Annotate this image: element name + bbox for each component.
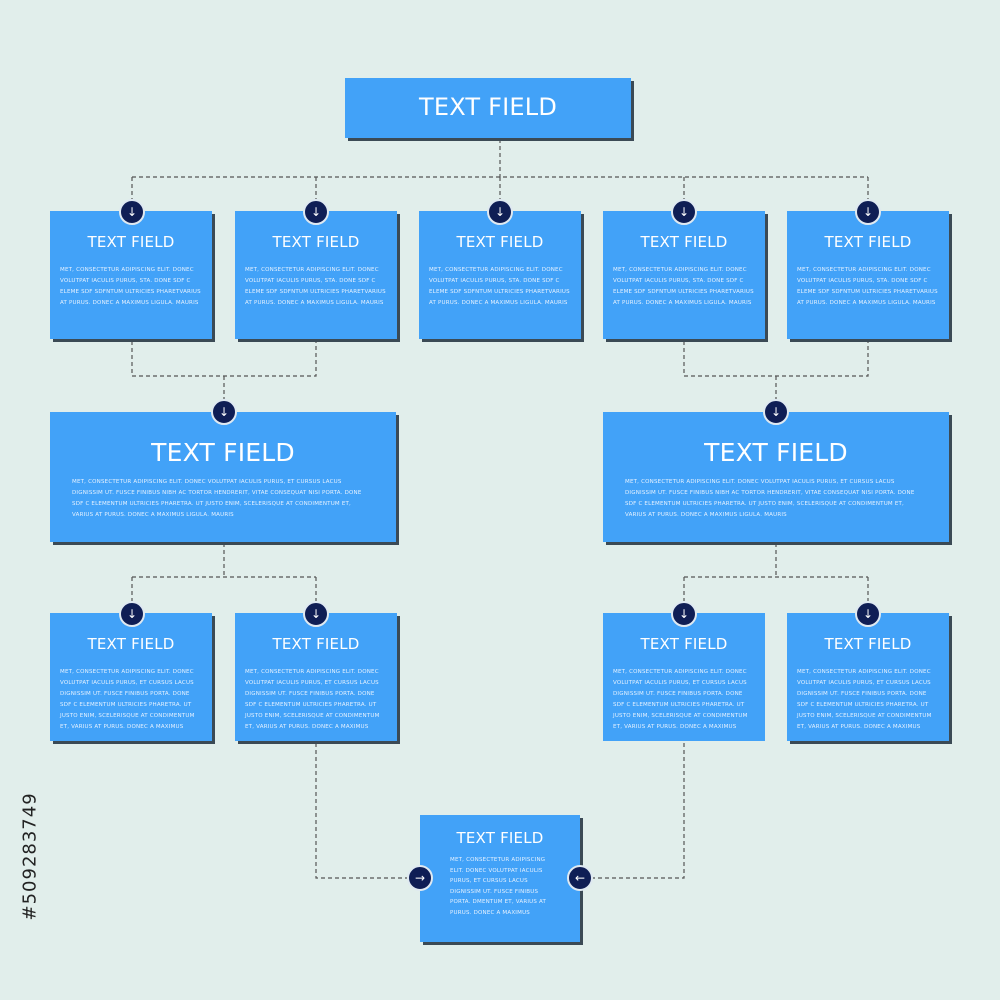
node-title: TEXT FIELD [151, 438, 295, 467]
node-title: TEXT FIELD [824, 635, 912, 653]
arrow-left-icon: ← [567, 865, 593, 891]
row3-node-1: TEXT FIELD MET, CONSECTETUR ADIPISCING E… [50, 613, 212, 741]
node-body: MET, CONSECTETUR ADIPISCING ELIT. DONEC … [797, 669, 932, 730]
row3-node-4: TEXT FIELD MET, CONSECTETUR ADIPISCING E… [787, 613, 949, 741]
node-title: TEXT FIELD [456, 829, 544, 847]
arrow-down-icon: ↓ [855, 601, 881, 627]
arrow-down-icon: ↓ [303, 199, 329, 225]
connector-bottom-right [593, 743, 685, 879]
row1-node-3: TEXT FIELD MET, CONSECTETUR ADIPISCING E… [419, 211, 581, 339]
arrow-right-icon: → [407, 865, 433, 891]
node-title: TEXT FIELD [704, 438, 848, 467]
connector-bottom-left [315, 743, 407, 879]
node-body: MET, CONSECTETUR ADIPISCING ELIT. DONEC … [72, 479, 362, 518]
row1-node-4: TEXT FIELD MET, CONSECTETUR ADIPISCING E… [603, 211, 765, 339]
arrow-down-icon: ↓ [119, 199, 145, 225]
node-body: MET, CONSECTETUR ADIPISCING ELIT. DONEC … [245, 669, 380, 730]
arrow-down-icon: ↓ [303, 601, 329, 627]
node-title: TEXT FIELD [640, 233, 728, 251]
row3-node-3: TEXT FIELD MET, CONSECTETUR ADIPISCING E… [603, 613, 765, 741]
node-title: TEXT FIELD [456, 233, 544, 251]
node-body: MET, CONSECTETUR ADIPISCING ELIT. DONEC … [450, 857, 547, 916]
arrow-down-icon: ↓ [855, 199, 881, 225]
node-title: TEXT FIELD [272, 635, 360, 653]
node-body: MET, CONSECTETUR ADIPISCING ELIT. DONEC … [797, 267, 938, 306]
arrow-down-icon: ↓ [671, 601, 697, 627]
node-body: MET, CONSECTETUR ADIPISCING ELIT. DONEC … [245, 267, 386, 306]
row1-node-1: TEXT FIELD MET, CONSECTETUR ADIPISCING E… [50, 211, 212, 339]
arrow-down-icon: ↓ [211, 399, 237, 425]
node-body: MET, CONSECTETUR ADIPISCING ELIT. DONEC … [60, 669, 195, 730]
row1-node-5: TEXT FIELD MET, CONSECTETUR ADIPISCING E… [787, 211, 949, 339]
node-title: TEXT FIELD [87, 635, 175, 653]
connector-right-merge [683, 341, 869, 377]
node-title: TEXT FIELD [87, 233, 175, 251]
node-body: MET, CONSECTETUR ADIPISCING ELIT. DONEC … [429, 267, 570, 306]
node-title: TEXT FIELD [272, 233, 360, 251]
node-body: MET, CONSECTETUR ADIPISCING ELIT. DONEC … [625, 479, 915, 518]
bottom-node: TEXT FIELD MET, CONSECTETUR ADIPISCING E… [420, 815, 580, 942]
node-title: TEXT FIELD [640, 635, 728, 653]
side-id-label: #509283749 [19, 792, 41, 921]
arrow-down-icon: ↓ [487, 199, 513, 225]
row3-node-2: TEXT FIELD MET, CONSECTETUR ADIPISCING E… [235, 613, 397, 741]
arrow-down-icon: ↓ [671, 199, 697, 225]
connector-left-merge [131, 341, 317, 377]
arrow-down-icon: ↓ [763, 399, 789, 425]
node-body: MET, CONSECTETUR ADIPISCING ELIT. DONEC … [60, 267, 201, 306]
row1-node-2: TEXT FIELD MET, CONSECTETUR ADIPISCING E… [235, 211, 397, 339]
node-title: TEXT FIELD [418, 93, 558, 121]
node-title: TEXT FIELD [824, 233, 912, 251]
mid-node-left: TEXT FIELD MET, CONSECTETUR ADIPISCING E… [50, 412, 396, 542]
node-body: MET, CONSECTETUR ADIPISCING ELIT. DONEC … [613, 267, 754, 306]
node-body: MET, CONSECTETUR ADIPISCING ELIT. DONEC … [613, 669, 748, 730]
mid-node-right: TEXT FIELD MET, CONSECTETUR ADIPISCING E… [603, 412, 949, 542]
arrow-down-icon: ↓ [119, 601, 145, 627]
root-node: TEXT FIELD [345, 78, 631, 138]
